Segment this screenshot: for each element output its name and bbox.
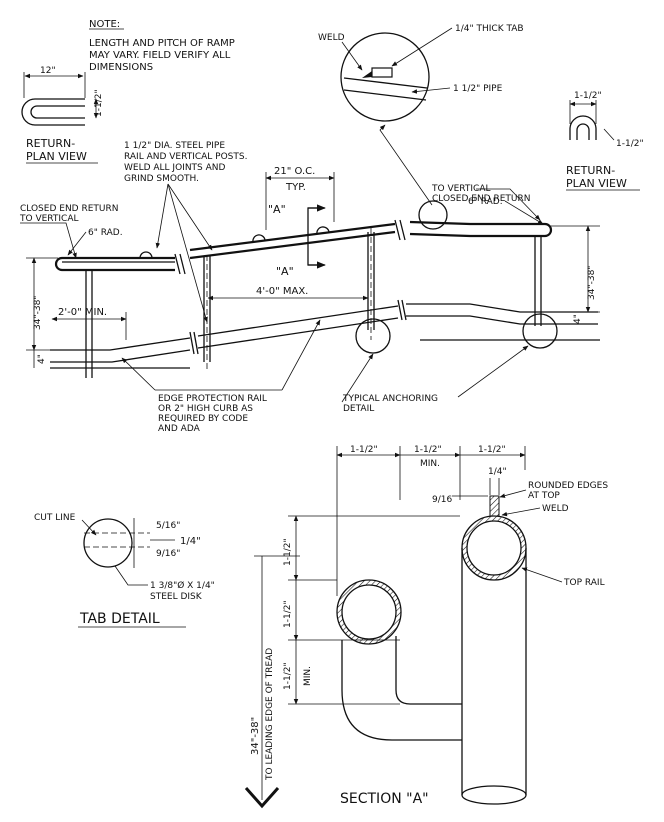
return-right-width: 1-1/2"	[574, 91, 602, 101]
note-line2: MAY VARY. FIELD VERIFY ALL	[89, 50, 231, 61]
note-heading: NOTE:	[89, 19, 120, 30]
radius-right: 6" RAD.	[468, 197, 503, 207]
weld-label: WELD	[318, 33, 345, 43]
rounded-edges2: AT TOP	[528, 491, 560, 501]
return-right-title2: PLAN VIEW	[566, 177, 627, 190]
tab-dim-9-16: 9/16"	[156, 549, 180, 559]
disk-label2: STEEL DISK	[150, 592, 203, 602]
sec-top-dim2: 1-1/2"	[414, 445, 442, 455]
edge-protection3: REQUIRED BY CODE	[158, 414, 248, 424]
pipe-label: 1 1/2" PIPE	[453, 84, 503, 94]
note-line3: DIMENSIONS	[89, 62, 153, 73]
cut-line-label: CUT LINE	[34, 513, 76, 523]
return-left-width: 12"	[40, 66, 56, 76]
section-a-title: SECTION "A"	[340, 791, 429, 807]
section-a: 1-1/2" 1-1/2" MIN. 1-1/2" 1/4" 9/16 ROUN…	[244, 445, 608, 809]
anchoring1: TYPICAL ANCHORING	[342, 394, 438, 404]
ramp-elevation: 21" O.C. TYP. "A" "A" CLOSED END RETURN …	[19, 166, 600, 434]
closed-end-left2: TO VERTICAL	[19, 214, 79, 224]
oc-typ: TYP.	[285, 182, 306, 193]
sec-vdim3-min: MIN.	[303, 666, 313, 686]
note-line1: LENGTH AND PITCH OF RAMP	[89, 38, 235, 49]
oc-dim: 21" O.C.	[274, 166, 315, 177]
pipe-note-line1: 1 1/2" DIA. STEEL PIPE	[124, 141, 225, 151]
tab-detail: CUT LINE 5/16" 9/16" 1/4" 1 3/8"Ø X 1/4"…	[34, 513, 215, 628]
curb-left: 4"	[37, 354, 47, 364]
sec-vdim2: 1-1/2"	[283, 600, 293, 628]
sec-weld-label: WELD	[542, 504, 569, 514]
max-post-spacing: 4'-0" MAX.	[256, 286, 308, 297]
sec-top-dim1: 1-1/2"	[350, 445, 378, 455]
edge-protection2: OR 2" HIGH CURB AS	[158, 404, 253, 414]
curb-right: 4"	[573, 314, 583, 324]
min-extension: 2'-0" MIN.	[58, 307, 107, 318]
weld-detail: WELD 1/4" THICK TAB 1 1/2" PIPE	[318, 24, 524, 206]
tab-dim-1-4: 1/4"	[180, 536, 201, 547]
sec-tab-width: 1/4"	[488, 467, 507, 477]
anchoring2: DETAIL	[343, 404, 374, 414]
return-plan-left: 12" 1-1/2" RETURN- PLAN VIEW	[21, 66, 104, 164]
pipe-note: 1 1/2" DIA. STEEL PIPE RAIL AND VERTICAL…	[124, 141, 247, 323]
return-plan-right: 1-1/2" 1-1/2" RETURN- PLAN VIEW	[566, 91, 644, 191]
pipe-note-line2: RAIL AND VERTICAL POSTS.	[124, 152, 247, 162]
edge-protection1: EDGE PROTECTION RAIL	[158, 394, 267, 404]
closed-end-right1: CLOSED END RETURN	[432, 194, 530, 204]
height-left: 34"-38"	[33, 296, 43, 330]
tab-detail-title: TAB DETAIL	[79, 611, 160, 627]
radius-left: 6" RAD.	[88, 228, 123, 238]
sec-tab-height: 9/16	[432, 495, 452, 505]
sec-height: 34"-38"	[250, 717, 261, 755]
closed-end-right2: TO VERTICAL	[431, 184, 491, 194]
pipe-note-line3: WELD ALL JOINTS AND	[124, 163, 226, 173]
sec-vdim3: 1-1/2"	[283, 662, 293, 690]
disk-label1: 1 3/8"Ø X 1/4"	[150, 580, 215, 591]
rounded-edges1: ROUNDED EDGES	[528, 481, 608, 491]
height-right: 34"-38"	[587, 266, 597, 300]
tab-dim-5-16: 5/16"	[156, 521, 180, 531]
note-block: NOTE: LENGTH AND PITCH OF RAMP MAY VARY.…	[89, 19, 235, 73]
closed-end-left1: CLOSED END RETURN	[20, 204, 118, 214]
return-left-offset: 1-1/2"	[94, 89, 104, 117]
return-left-title1: RETURN-	[26, 137, 75, 150]
return-right-title1: RETURN-	[566, 164, 615, 177]
sec-vdim1: 1-1/2"	[283, 538, 293, 566]
top-rail-label: TOP RAIL	[563, 578, 605, 588]
sec-top-dim3: 1-1/2"	[478, 445, 506, 455]
edge-protection4: AND ADA	[158, 424, 201, 434]
pipe-note-line4: GRIND SMOOTH.	[124, 174, 199, 184]
return-right-offset: 1-1/2"	[616, 139, 644, 149]
tab-thick-label: 1/4" THICK TAB	[455, 24, 524, 34]
section-mark-top: "A"	[268, 203, 286, 216]
return-left-title2: PLAN VIEW	[26, 150, 87, 163]
sec-top-dim2-min: MIN.	[420, 459, 440, 469]
section-mark-bottom: "A"	[276, 265, 294, 278]
sec-height-ref: TO LEADING EDGE OF TREAD	[265, 648, 275, 781]
